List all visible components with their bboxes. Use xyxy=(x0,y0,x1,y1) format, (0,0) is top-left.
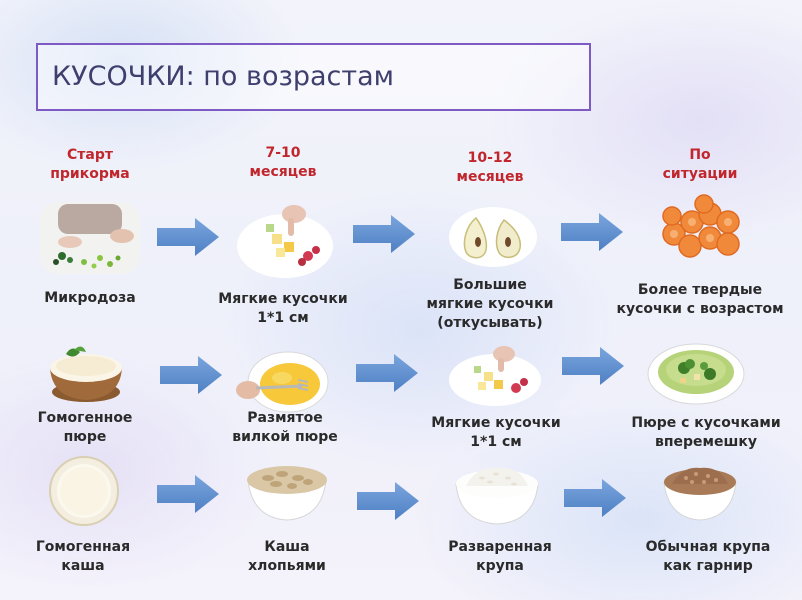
page-title: КУСОЧКИ: по возрастам xyxy=(52,61,394,92)
homogeneous-puree-bowl-image xyxy=(50,346,122,402)
column-header-10-12: 10-12 месяцев xyxy=(456,150,524,185)
label-harder-pieces: Более твердые кусочки с возрастом xyxy=(616,282,784,317)
boiled-grain-image xyxy=(455,467,539,525)
puree-with-pieces-image xyxy=(647,343,745,405)
soft-pieces-image xyxy=(237,205,333,278)
arrow-right-icon xyxy=(157,218,219,256)
label-soft-pieces: Мягкие кусочки 1*1 см xyxy=(218,291,348,326)
arrow-right-icon xyxy=(353,215,415,253)
pear-slices-image xyxy=(449,207,537,267)
soft-pieces-image xyxy=(449,346,541,406)
label-boiled-grain: Разваренная крупа xyxy=(448,539,552,574)
label-homogeneous-porridge: Гомогенная каша xyxy=(35,539,131,574)
label-large-soft-pieces: Большие мягкие кусочки (откусывать) xyxy=(426,277,554,331)
arrow-right-icon xyxy=(160,356,222,394)
arrow-right-icon xyxy=(562,347,624,385)
fork-mashed-puree-image xyxy=(236,351,329,413)
homogeneous-porridge-image xyxy=(49,456,119,526)
buckwheat-grain-image xyxy=(663,467,737,521)
arrow-right-icon xyxy=(357,482,419,520)
arrow-right-icon xyxy=(561,213,623,251)
label-puree-with-pieces: Пюре с кусочками вперемешку xyxy=(631,415,781,450)
column-header-situation: По ситуации xyxy=(662,147,738,182)
carrot-slices-image xyxy=(662,194,740,258)
label-homogeneous-puree: Гомогенное пюре xyxy=(37,410,133,445)
column-header-start: Старт прикорма xyxy=(50,147,130,182)
label-flake-porridge: Каша хлопьями xyxy=(248,539,326,574)
title-frame: КУСОЧКИ: по возрастам xyxy=(36,43,591,111)
label-fork-mashed-puree: Размятое вилкой пюре xyxy=(232,410,338,445)
microdose-vegetables-image xyxy=(40,202,140,274)
arrow-right-icon xyxy=(564,479,626,517)
arrow-right-icon xyxy=(157,475,219,513)
label-regular-grain: Обычная крупа как гарнир xyxy=(645,539,771,574)
label-microdose: Микродоза xyxy=(44,290,136,306)
arrow-right-icon xyxy=(356,354,418,392)
column-header-7-10: 7-10 месяцев xyxy=(249,145,317,180)
flake-porridge-image xyxy=(247,466,327,521)
label-soft-pieces-2: Мягкие кусочки 1*1 см xyxy=(431,415,561,450)
